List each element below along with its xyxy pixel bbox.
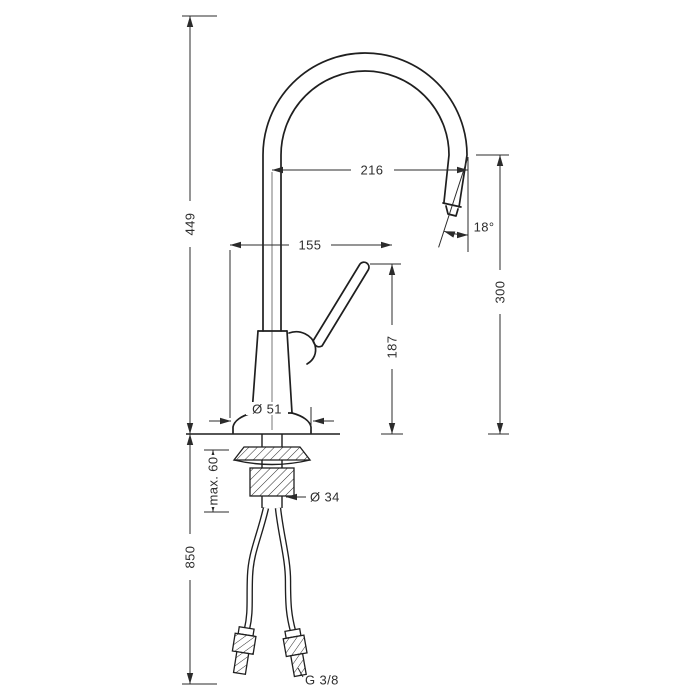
dim-mounting-thickness-label: max. 60 — [206, 456, 221, 505]
supply-hoses — [231, 507, 308, 678]
connector-thread — [232, 650, 250, 676]
base-flange-left — [232, 412, 253, 434]
dim-mounting-thickness: max. 60 — [204, 449, 229, 513]
faucet-spout-outer — [262, 52, 468, 332]
connector-nut — [282, 634, 308, 658]
angle-arc — [443, 230, 469, 239]
spout-aerator — [445, 205, 459, 217]
label-background — [246, 402, 288, 415]
dim-spout-angle: 18° — [438, 156, 495, 252]
dim-handle-projection: 155 — [229, 238, 392, 418]
dim-handle-height-label: 187 — [385, 336, 400, 359]
dim-connection-thread-label: G 3/8 — [305, 673, 339, 688]
dim-spout-reach-label: 216 — [361, 163, 384, 178]
dim-spout-angle-label: 18° — [474, 220, 495, 235]
angle-spout-axis — [438, 156, 469, 248]
dim-spout-height: 300 — [476, 154, 509, 435]
mounting-washer-underside — [233, 459, 311, 466]
dim-connection-thread: G 3/8 — [297, 667, 339, 688]
hose-connector-right — [282, 628, 308, 678]
dim-base-diameter-label: Ø 51 — [252, 402, 282, 417]
mounting-washer — [232, 446, 312, 461]
hose-left-bore — [245, 507, 268, 630]
faucet-spout-inner — [280, 70, 450, 332]
dim-base-diameter: Ø 51 — [209, 402, 334, 430]
faucet-body — [232, 52, 468, 434]
leader-line — [297, 667, 304, 678]
dim-handle-height: 187 — [370, 263, 403, 435]
hose-right-bore — [276, 507, 295, 632]
handle-boss — [288, 330, 317, 365]
handle-lever — [312, 261, 370, 348]
dim-handle-projection-label: 155 — [299, 238, 322, 253]
mounting-nut — [249, 467, 295, 497]
body-cone-left — [251, 330, 259, 414]
connector-nut — [231, 632, 257, 656]
dim-spout-reach: 216 — [272, 163, 468, 178]
hose-connector-left — [231, 626, 257, 676]
dim-hose-length-label: 850 — [183, 546, 198, 569]
base-flange-right — [291, 412, 312, 434]
dim-hole-diameter: Ø 34 — [286, 490, 340, 505]
dim-mounting-thickness-labelgroup: max. 60 — [206, 455, 221, 507]
dim-spout-height-label: 300 — [493, 281, 508, 304]
dim-overall-height: 449 — [182, 15, 217, 434]
dim-hose-length: 850 — [182, 434, 217, 685]
dim-overall-height-label: 449 — [183, 213, 198, 236]
connector-thread — [290, 652, 307, 678]
dim-hole-diameter-label: Ø 34 — [310, 490, 340, 505]
label-background — [206, 455, 220, 507]
body-cone-right — [286, 330, 293, 414]
counter-and-mounting — [186, 433, 340, 508]
